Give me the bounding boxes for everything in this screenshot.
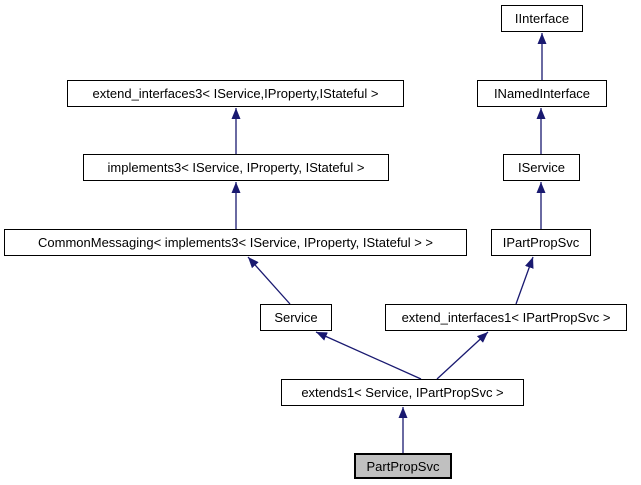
node-label: CommonMessaging< implements3< IService, … xyxy=(38,235,433,250)
node-label: extend_interfaces3< IService,IProperty,I… xyxy=(92,86,379,101)
node-label: implements3< IService, IProperty, IState… xyxy=(107,160,365,175)
edge-extendinterfaces1-ipartpropsvc xyxy=(515,256,534,305)
node-label: INamedInterface xyxy=(493,86,591,101)
node-iinterface[interactable]: IInterface xyxy=(501,5,583,32)
node-label: IPartPropSvc xyxy=(502,235,580,250)
edge-extends1-extendinterfaces1 xyxy=(436,331,489,380)
node-label: extends1< Service, IPartPropSvc > xyxy=(301,385,504,400)
edge-service-commonmessaging xyxy=(247,256,291,305)
node-service[interactable]: Service xyxy=(260,304,332,331)
node-extend-interfaces1[interactable]: extend_interfaces1< IPartPropSvc > xyxy=(385,304,627,331)
node-label: Service xyxy=(274,310,318,325)
node-extend-interfaces3[interactable]: extend_interfaces3< IService,IProperty,I… xyxy=(67,80,404,107)
node-partpropsvc-current: PartPropSvc xyxy=(354,453,452,479)
node-inamedinterface[interactable]: INamedInterface xyxy=(477,80,607,107)
node-label: IInterface xyxy=(514,11,570,26)
node-label: IService xyxy=(518,160,565,175)
node-iservice[interactable]: IService xyxy=(503,154,580,181)
node-extends1[interactable]: extends1< Service, IPartPropSvc > xyxy=(281,379,524,406)
node-implements3[interactable]: implements3< IService, IProperty, IState… xyxy=(83,154,389,181)
node-label: extend_interfaces1< IPartPropSvc > xyxy=(401,310,611,325)
node-label: PartPropSvc xyxy=(366,458,440,474)
node-ipartpropsvc[interactable]: IPartPropSvc xyxy=(491,229,591,256)
node-commonmessaging[interactable]: CommonMessaging< implements3< IService, … xyxy=(4,229,467,256)
edge-extends1-service xyxy=(315,331,422,380)
